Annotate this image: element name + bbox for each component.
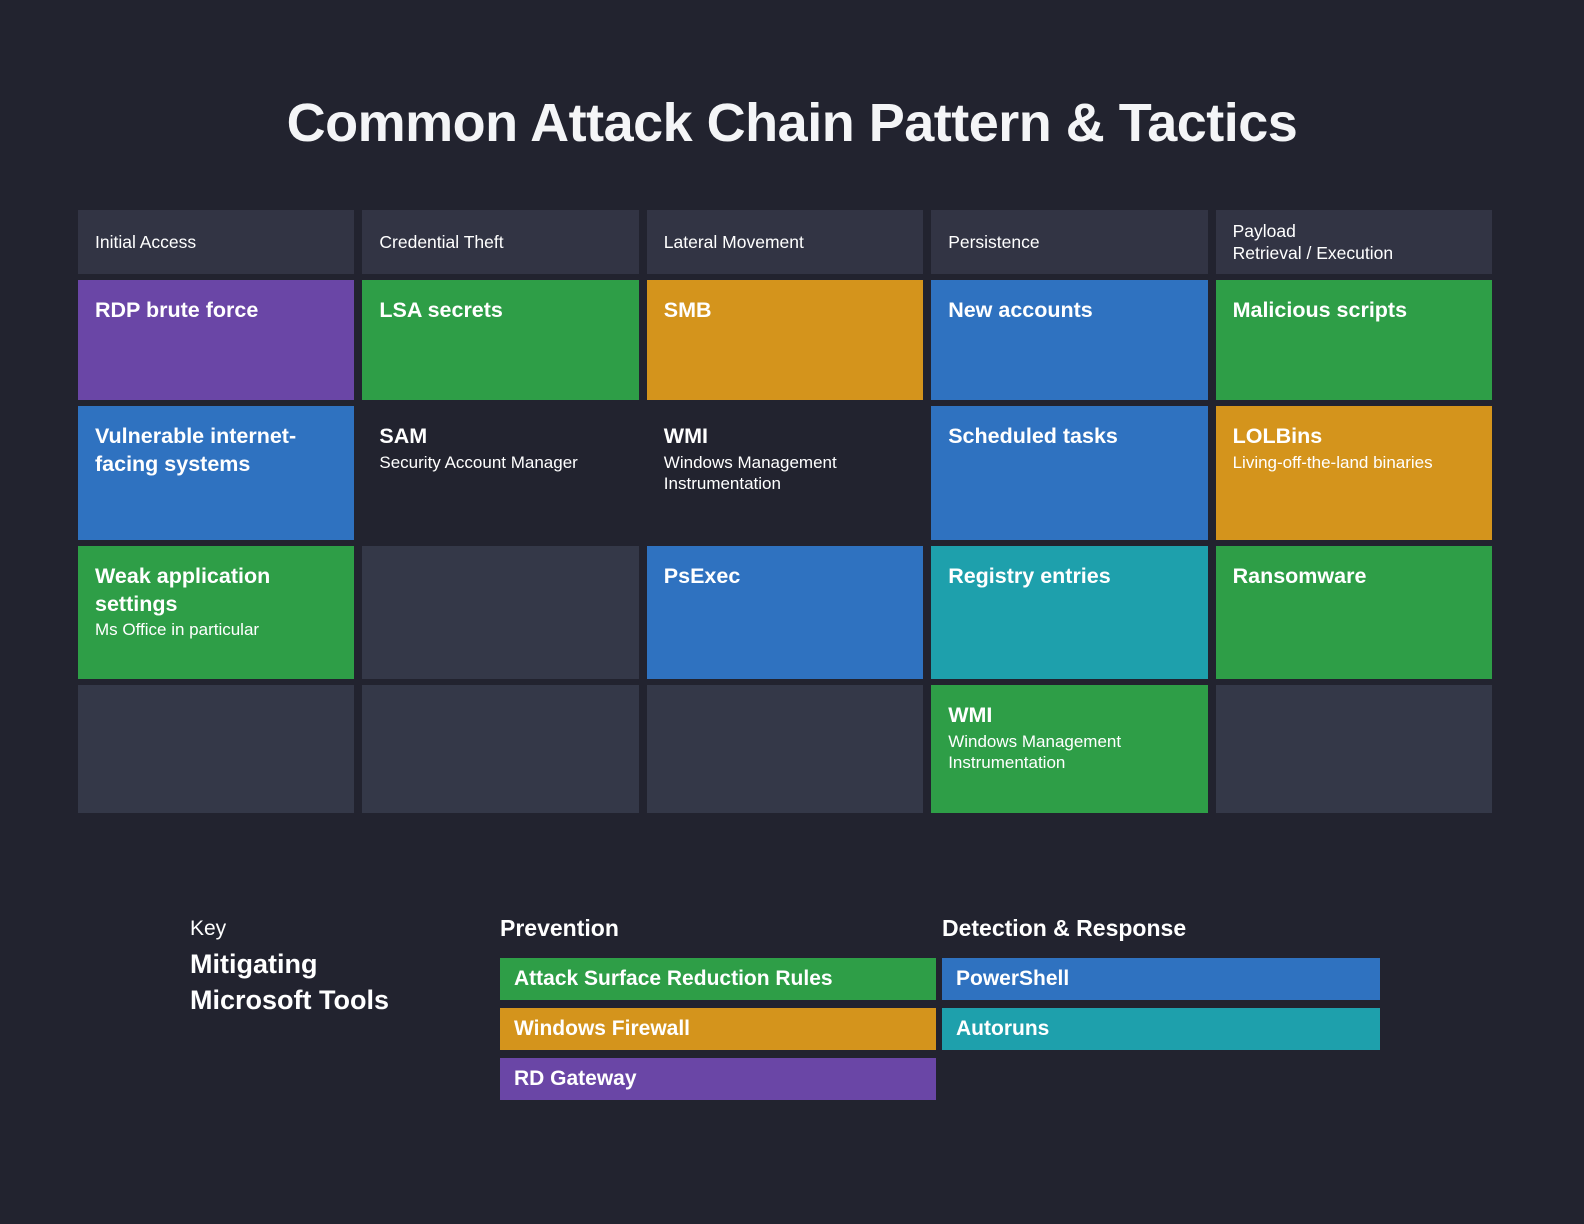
key-bar-label: Autoruns xyxy=(956,1016,1050,1040)
column-header-3: Persistence xyxy=(931,210,1208,274)
matrix-cell[interactable]: WMI Windows Management Instrumentation xyxy=(931,685,1208,813)
key-bar-label: Windows Firewall xyxy=(514,1016,690,1040)
matrix-cell-title: WMI xyxy=(663,424,708,448)
key-bar-detection-1[interactable]: Autoruns xyxy=(942,1007,1380,1050)
matrix-cell[interactable]: Ransomware xyxy=(1215,546,1492,679)
matrix-cell-title: Weak application settings xyxy=(95,564,271,616)
column-header-label: Persistence xyxy=(948,231,1040,252)
column-header-2: Lateral Movement xyxy=(646,210,924,274)
matrix-cell-title: Ransomware xyxy=(1232,564,1367,588)
key-label-big-line1: Mitigating xyxy=(190,949,318,980)
matrix-cell[interactable]: PsExec xyxy=(646,546,924,679)
key-bar-label: RD Gateway xyxy=(514,1066,637,1090)
matrix-cell-empty xyxy=(78,685,355,813)
key-column-prevention: Prevention Attack Surface Reduction Rule… xyxy=(500,915,936,1108)
matrix-cell-title: Scheduled tasks xyxy=(948,424,1118,448)
column-header-label-line2: Retrieval / Execution xyxy=(1232,243,1394,263)
key-bar-prevention-0[interactable]: Attack Surface Reduction Rules xyxy=(500,957,936,1000)
attack-chain-matrix: Initial Access Credential Theft Lateral Mo… xyxy=(78,210,1492,813)
page-title: Common Attack Chain Pattern & Tactics xyxy=(286,93,1298,153)
matrix-cell-title: PsExec xyxy=(663,564,741,588)
matrix-cell[interactable]: Scheduled tasks xyxy=(931,406,1208,540)
matrix-cell[interactable]: SAM Security Account Manager xyxy=(362,406,639,540)
matrix-cell-subtitle: Living-off-the-land binaries xyxy=(1232,452,1433,472)
matrix-cell-title: Malicious scripts xyxy=(1232,298,1408,322)
matrix-cell-title: LSA secrets xyxy=(379,298,503,322)
column-header-label: Credential Theft xyxy=(379,231,504,252)
key-bar-label: PowerShell xyxy=(956,966,1070,990)
key-bar-label: Attack Surface Reduction Rules xyxy=(514,966,833,990)
column-header-0: Initial Access xyxy=(78,210,355,274)
key-bar-prevention-1[interactable]: Windows Firewall xyxy=(500,1007,936,1050)
matrix-cell[interactable]: Vulnerable internet-facing systems xyxy=(78,406,355,540)
matrix-cell-title: Registry entries xyxy=(948,564,1111,588)
matrix-cell[interactable]: New accounts xyxy=(931,280,1208,400)
matrix-cell[interactable]: RDP brute force xyxy=(78,280,355,400)
matrix-cell-empty xyxy=(1215,685,1492,813)
key-label-small: Key xyxy=(190,917,227,940)
key-heading-prevention: Prevention xyxy=(500,915,619,941)
matrix-cell-subtitle: Ms Office in particular xyxy=(95,620,260,640)
matrix-cell-title: RDP brute force xyxy=(95,298,259,322)
matrix-cell-empty xyxy=(362,685,639,813)
key-heading-detection: Detection & Response xyxy=(942,915,1187,941)
key-bar-prevention-2[interactable]: RD Gateway xyxy=(500,1057,936,1100)
matrix-cell-empty xyxy=(646,685,924,813)
matrix-cell-title: WMI xyxy=(948,703,993,727)
matrix-cell-title: SMB xyxy=(663,298,712,322)
matrix-cell-subtitle: Security Account Manager xyxy=(379,452,578,472)
key-label-big: Mitigating Microsoft Tools xyxy=(190,947,480,1018)
key-label-big-line2: Microsoft Tools xyxy=(190,984,389,1015)
matrix-cell-title: New accounts xyxy=(948,298,1093,322)
matrix-cell-subtitle: Windows Management Instrumentation xyxy=(948,731,1122,772)
key-label-block: Key Mitigating Microsoft Tools xyxy=(190,915,480,1019)
matrix-cell-subtitle: Windows Management Instrumentation xyxy=(663,452,837,493)
column-header-label: Payload xyxy=(1232,220,1296,241)
matrix-cell[interactable]: Registry entries xyxy=(931,546,1208,679)
matrix-cell-empty xyxy=(362,546,639,679)
column-header-1: Credential Theft xyxy=(362,210,639,274)
key-bar-detection-0[interactable]: PowerShell xyxy=(942,957,1380,1000)
column-header-label: Lateral Movement xyxy=(663,231,804,252)
matrix-cell-title: LOLBins xyxy=(1232,424,1323,448)
matrix-cell-title: Vulnerable internet-facing systems xyxy=(95,424,297,476)
matrix-cell[interactable]: SMB xyxy=(646,280,924,400)
matrix-cell[interactable]: LSA secrets xyxy=(362,280,639,400)
matrix-cell[interactable]: Weak application settings Ms Office in pa… xyxy=(78,546,355,679)
column-header-label: Initial Access xyxy=(95,231,197,252)
matrix-cell[interactable]: Malicious scripts xyxy=(1215,280,1492,400)
matrix-cell-title: SAM xyxy=(379,424,428,448)
matrix-cell[interactable]: WMI Windows Management Instrumentation xyxy=(646,406,924,540)
